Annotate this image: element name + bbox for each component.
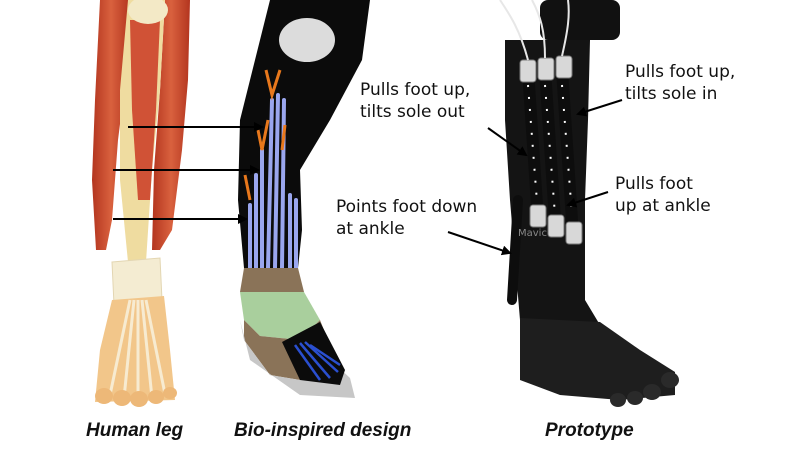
calf-muscle-right (152, 0, 190, 250)
label-line: Points foot down (336, 197, 478, 217)
label-points-foot-down: Points foot down at ankle (336, 196, 477, 240)
tendon-anchors (243, 69, 287, 201)
air-tubes (499, 0, 570, 61)
foot-tendons (108, 299, 167, 400)
calf-muscle-left (92, 0, 130, 250)
label-pulls-foot-up-tilts-in: Pulls foot up, tilts sole in (625, 61, 735, 105)
arrows (113, 99, 623, 256)
bio-inspired-design-illustration (238, 0, 370, 398)
caption-prototype: Prototype (545, 420, 634, 441)
arrow-pulls-up-in (576, 99, 623, 117)
label-line: at ankle (336, 219, 405, 239)
ankle-actuator (507, 195, 523, 305)
knee-cap (128, 0, 168, 24)
artificial-muscles (248, 93, 298, 270)
prototype-toes (610, 372, 679, 407)
label-line: Pulls foot up, (625, 62, 736, 82)
arrow-points-down (447, 231, 512, 256)
label-pulls-foot-up-tilts-out: Pulls foot up, tilts sole out (360, 79, 470, 123)
prototype-brand-text: Mavic (518, 228, 547, 239)
label-line: up at ankle (615, 196, 711, 216)
shin-muscle-center (130, 20, 160, 200)
label-line: tilts sole in (625, 84, 718, 104)
human-leg-illustration (92, 0, 190, 407)
label-line: Pulls foot (615, 174, 693, 194)
thigh-strap (540, 0, 620, 40)
arrow-pulls-up-out (487, 127, 528, 157)
label-line: Pulls foot up, (360, 80, 471, 100)
caption-bio-inspired-design: Bio-inspired design (234, 420, 412, 441)
label-pulls-foot-up-ankle: Pulls foot up at ankle (615, 173, 711, 217)
ankle-band-green (240, 292, 320, 340)
knee-window (279, 18, 335, 62)
label-line: tilts sole out (360, 102, 465, 122)
caption-human-leg: Human leg (86, 420, 184, 441)
actuator-caps (519, 55, 583, 245)
arrow-pulls-up-ankle (566, 191, 609, 208)
actuator-markers (527, 84, 573, 216)
prototype-shoe (520, 318, 675, 400)
toes (95, 387, 177, 407)
foot-dorsum (282, 322, 345, 385)
foot-actuators (293, 341, 341, 381)
ankle-band-upper (240, 268, 304, 292)
